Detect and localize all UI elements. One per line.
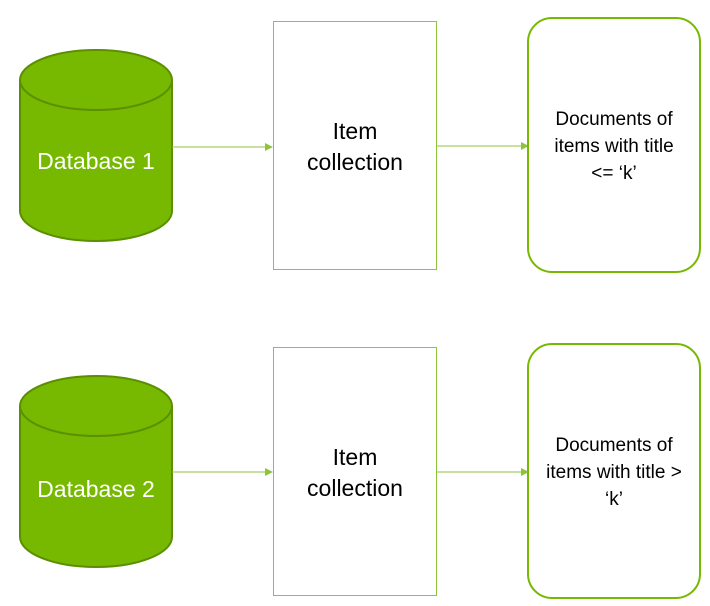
documents-1-box [527, 17, 701, 273]
documents-1-label: Documents of items with title <= ‘k’ [554, 108, 674, 184]
item-collection-1-box [273, 21, 437, 270]
database-2-label: Database 2 [37, 475, 155, 502]
database-1-cylinder [19, 49, 173, 242]
database-2-cylinder [19, 375, 173, 568]
item-collection-2-label: Item collection [307, 444, 403, 501]
item-collection-2-box [273, 347, 437, 596]
documents-2-box [527, 343, 701, 599]
item-collection-1-label: Item collection [307, 118, 403, 175]
database-1-label: Database 1 [37, 147, 155, 174]
documents-2-label: Documents of items with title > ‘k’ [546, 434, 682, 510]
